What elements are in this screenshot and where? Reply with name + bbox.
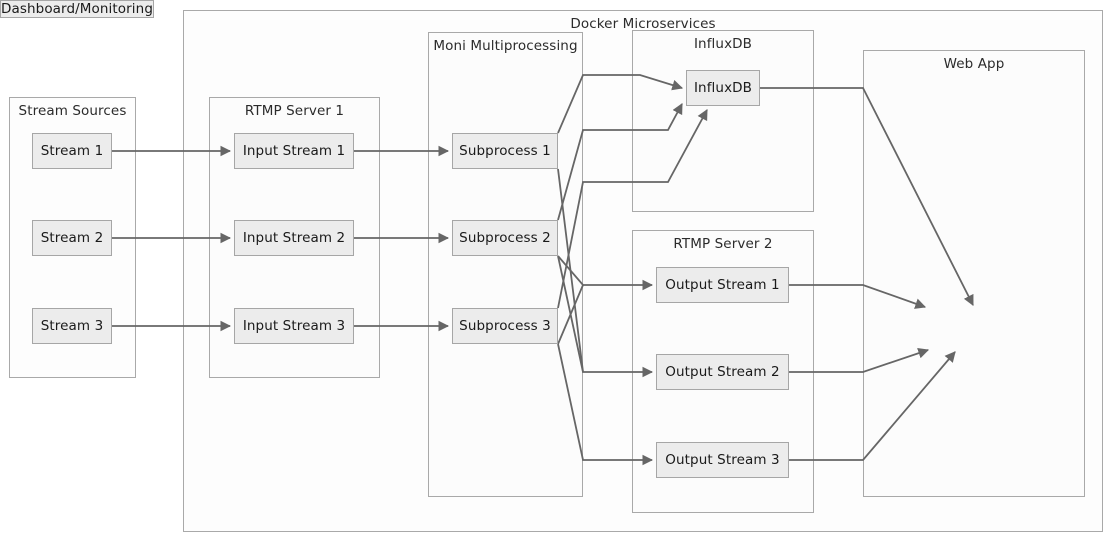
group-influxdb: InfluxDB <box>632 30 814 212</box>
group-title-moni-multiprocessing: Moni Multiprocessing <box>433 38 578 54</box>
node-subprocess-2[interactable]: Subprocess 2 <box>452 220 558 256</box>
node-input-stream-1[interactable]: Input Stream 1 <box>234 133 354 169</box>
group-title-influxdb: InfluxDB <box>693 36 753 52</box>
node-input-stream-3[interactable]: Input Stream 3 <box>234 308 354 344</box>
node-output-stream-1[interactable]: Output Stream 1 <box>656 267 789 303</box>
node-dashboard-monitoring[interactable]: Dashboard/Monitoring <box>0 0 154 18</box>
group-title-docker-microservices: Docker Microservices <box>570 16 716 32</box>
node-output-stream-2[interactable]: Output Stream 2 <box>656 354 789 390</box>
group-title-stream-sources: Stream Sources <box>18 103 127 119</box>
node-output-stream-3[interactable]: Output Stream 3 <box>656 442 789 478</box>
node-subprocess-1[interactable]: Subprocess 1 <box>452 133 558 169</box>
group-title-rtmp-server-1: RTMP Server 1 <box>244 103 345 119</box>
node-influxdb[interactable]: InfluxDB <box>686 70 760 106</box>
group-title-web-app: Web App <box>943 56 1005 72</box>
node-stream-3[interactable]: Stream 3 <box>32 308 112 344</box>
group-web-app: Web App <box>863 50 1085 497</box>
node-stream-2[interactable]: Stream 2 <box>32 220 112 256</box>
group-title-rtmp-server-2: RTMP Server 2 <box>673 236 773 252</box>
node-input-stream-2[interactable]: Input Stream 2 <box>234 220 354 256</box>
node-subprocess-3[interactable]: Subprocess 3 <box>452 308 558 344</box>
node-stream-1[interactable]: Stream 1 <box>32 133 112 169</box>
group-moni-multiprocessing: Moni Multiprocessing <box>428 32 583 497</box>
